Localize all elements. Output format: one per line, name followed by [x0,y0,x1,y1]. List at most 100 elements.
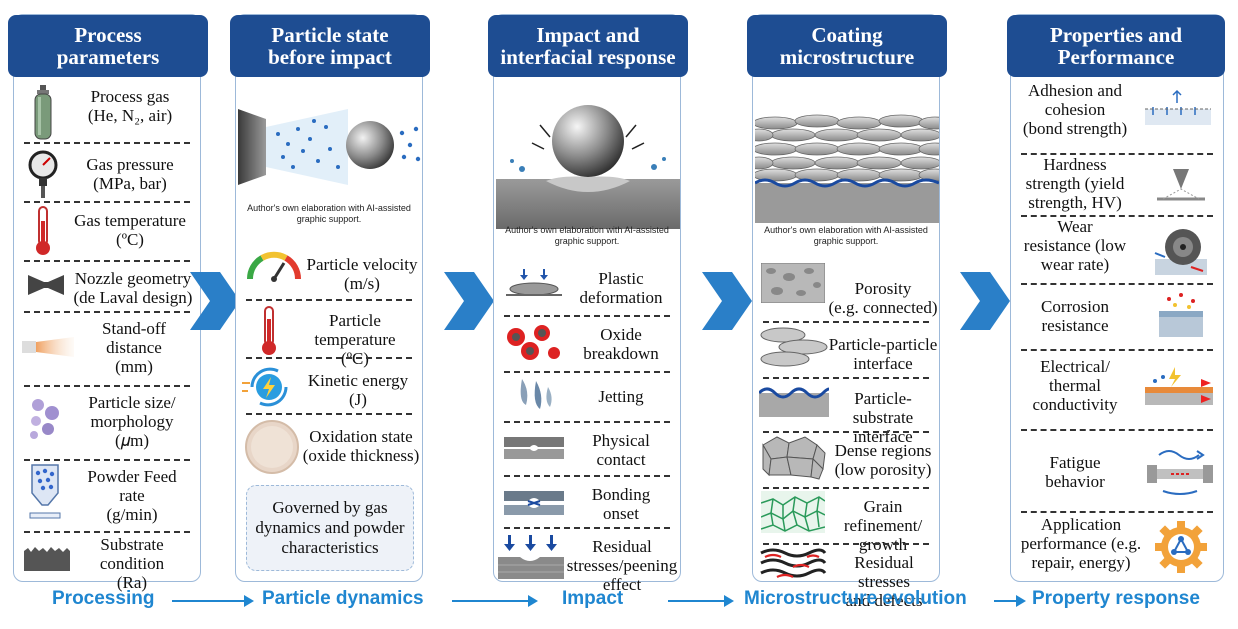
flow-step-microstructure-evolution: Microstructure evolution [744,588,967,609]
separator [763,487,929,489]
column-header: Particle state before impact [230,15,430,77]
governed-note: Governed by gas dynamics and powder char… [246,485,414,571]
chevron-right-icon [960,272,1010,330]
speedometer-icon [246,251,302,282]
fatigue-icon [1147,450,1213,495]
image-caption: Author's own elaboration with AI-assiste… [505,225,669,246]
flow-arrow [172,595,254,607]
separator [1021,511,1213,513]
item-label: Particle velocity (m/s) [306,255,418,293]
flow-step-particle-dynamics: Particle dynamics [262,588,424,609]
separator [1021,153,1213,155]
item-label: Oxide breakdown [583,325,659,363]
rough-substrate-icon [24,547,70,571]
item-label: Particle-substrate interface [852,389,914,446]
item-label: Particle-particle interface [828,335,938,373]
pressure-gauge-icon [28,150,58,198]
item-label: Physical contact [592,431,650,469]
flow-arrow [994,595,1026,607]
flow-step-impact: Impact [562,588,624,609]
conductivity-icon [1145,367,1213,405]
particle-spray-illustration [238,109,421,185]
column-coating-microstructure: Coating microstructure Author's own elab… [747,14,947,610]
item-label: Residual stresses and defects [845,553,923,610]
separator [504,371,670,373]
bonding-icon [504,491,564,515]
item-label: Process gas (He, N₂, air) [87,87,173,125]
thermometer-icon [262,306,276,355]
item-label: Kinetic energy (J) [307,371,409,409]
dense-region-icon [762,436,826,480]
wear-disc-icon [1154,229,1207,275]
separator [24,260,190,262]
flow-step-property-response: Property response [1032,588,1200,609]
item-label: Plastic deformation [579,269,663,307]
separator [246,299,412,301]
flow-arrow [452,595,538,607]
item-label: Corrosion resistance [1041,297,1109,335]
item-label: Oxidation state (oxide thickness) [302,427,420,465]
energy-bolt-icon [242,367,288,407]
peening-icon [498,535,564,579]
oxide-sphere-icon [245,420,299,474]
impact-illustration [496,105,680,229]
defects-icon [760,548,827,578]
item-label: Particle temperature (ºC) [314,311,396,368]
item-label: Dense regions (low porosity) [834,441,932,479]
contact-icon [504,437,564,459]
porosity-icon [761,263,825,303]
item-label: Bonding onset [591,485,651,523]
separator [24,385,190,387]
corrosion-icon [1159,293,1203,337]
column-process-parameters: Process parameters Process gas (He, N₂, … [8,14,208,592]
jetting-icon [520,379,552,409]
separator [504,527,670,529]
column-header: Properties and Performance [1007,15,1225,77]
separator [763,543,929,545]
item-label: Stand-off distance (mm) [102,319,166,376]
grain-icon [761,491,825,533]
item-label: Jetting [598,387,644,406]
separator [246,357,412,359]
item-label: Wear resistance (low wear rate) [1023,217,1127,274]
particles-icon [30,399,59,439]
item-label: Substrate condition (Ra) [99,535,165,592]
separator [1021,283,1213,285]
separator [24,311,190,313]
substrate-interface-icon [759,387,829,417]
separator [504,475,670,477]
flow-arrow [668,595,734,607]
image-caption: Author's own elaboration with AI-assiste… [764,225,928,246]
separator [763,431,929,433]
gear-network-icon [1155,521,1207,573]
item-label: Gas pressure (MPa, bar) [86,155,174,193]
image-caption: Author's own elaboration with AI-assiste… [247,203,411,224]
flow-step-processing: Processing [52,588,155,609]
separator [24,459,190,461]
thermometer-icon [36,206,50,255]
item-label: Gas temperature (ºC) [74,211,186,249]
item-label: Particle size/ morphology (𝜇m) [88,393,176,450]
column-header: Impact and interfacial response [488,15,688,77]
separator [24,201,190,203]
separator [246,413,412,415]
coating-microstructure-illustration [755,114,939,223]
chevron-right-icon [444,272,494,330]
adhesion-test-icon [1145,89,1211,125]
chevron-right-icon [702,272,752,330]
separator [1021,215,1213,217]
separator [1021,349,1213,351]
item-label: Hardness strength (yield strength, HV) [1025,155,1125,212]
item-label: Porosity (e.g. connected) [828,279,938,317]
particle-interface-icon [760,327,828,367]
item-label: Grain refinement/ growth [843,497,923,554]
deformation-icon [506,269,562,296]
spray-jet-icon [22,337,74,357]
item-label: Adhesion and cohesion (bond strength) [1022,81,1128,138]
item-label: Residual stresses/peening effect [566,537,678,594]
separator [1021,429,1213,431]
separator [504,315,670,317]
separator [763,377,929,379]
separator [504,421,670,423]
separator [24,531,190,533]
